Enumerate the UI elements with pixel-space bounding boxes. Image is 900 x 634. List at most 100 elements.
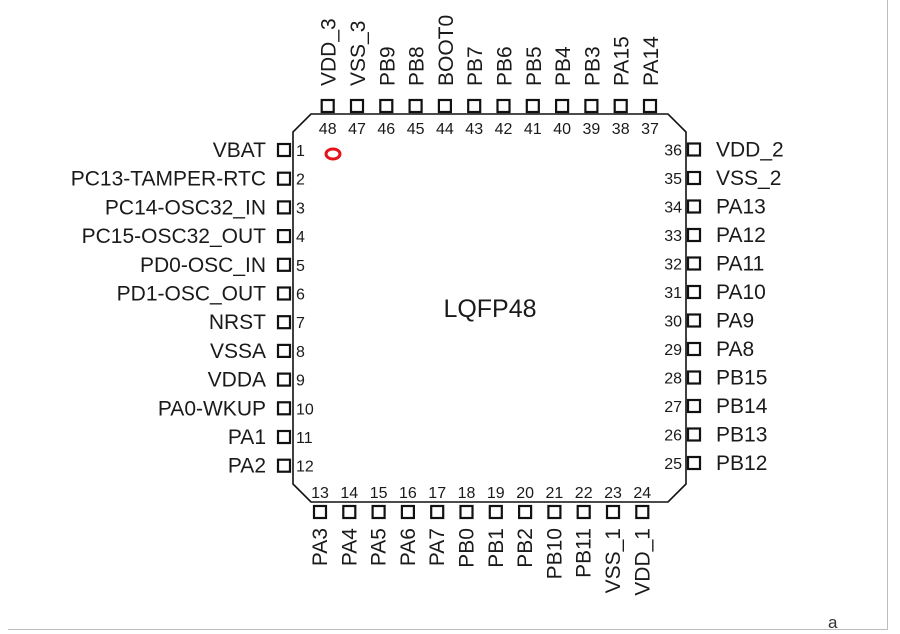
pin-name-16: PA6 — [397, 528, 420, 566]
pin-pad-3 — [276, 200, 292, 215]
pin-pad-8 — [276, 343, 292, 358]
pin-name-38: PA15 — [611, 36, 634, 86]
pin-pad-36 — [686, 142, 702, 157]
pin-number-13: 13 — [311, 485, 329, 502]
pin-number-25: 25 — [664, 456, 682, 473]
pin-pad-21 — [547, 504, 562, 520]
image-frame — [8, 0, 888, 630]
pin-pad-20 — [517, 504, 533, 520]
pin-number-35: 35 — [664, 171, 682, 188]
pin-name-25: PB12 — [716, 452, 767, 475]
pin-number-20: 20 — [516, 485, 534, 502]
pin-number-24: 24 — [633, 485, 651, 502]
pin-name-19: PB1 — [485, 528, 508, 568]
pin-number-12: 12 — [296, 459, 314, 476]
pin-name-31: PA10 — [716, 281, 766, 304]
pin-number-14: 14 — [340, 485, 358, 502]
pin-pad-45 — [408, 98, 423, 114]
pin-number-39: 39 — [583, 121, 601, 138]
pin-pad-29 — [686, 341, 702, 357]
pin-pad-2 — [276, 171, 292, 186]
pin-number-15: 15 — [370, 485, 388, 502]
pin-number-26: 26 — [664, 428, 682, 445]
pin-pad-7 — [276, 315, 292, 330]
pin-pad-22 — [576, 504, 591, 520]
pin-name-15: PA5 — [368, 528, 391, 566]
pin-number-41: 41 — [524, 121, 542, 138]
pin-pad-9 — [276, 372, 292, 387]
pin-pad-34 — [686, 199, 702, 214]
pin-number-30: 30 — [664, 314, 682, 331]
pin-pad-33 — [686, 227, 702, 243]
pin-pad-35 — [686, 170, 702, 186]
pin-name-18: PB0 — [456, 528, 479, 568]
pin-number-22: 22 — [575, 485, 593, 502]
pin-pad-27 — [686, 398, 702, 414]
pin-name-41: PB5 — [523, 46, 546, 86]
pin-pad-11 — [276, 429, 292, 445]
pin-number-18: 18 — [458, 485, 476, 502]
pin-number-9: 9 — [296, 373, 305, 390]
pin-number-32: 32 — [664, 257, 682, 274]
pin-name-24: VDD_1 — [631, 528, 654, 596]
pin-pad-47 — [349, 98, 365, 114]
pins-layer: 1VBAT2PC13-TAMPER-RTC3PC14-OSC32_IN4PC15… — [71, 15, 784, 596]
pin-number-11: 11 — [296, 430, 313, 447]
pin-pad-23 — [605, 504, 621, 520]
pin-name-6: PD1-OSC_OUT — [117, 283, 267, 306]
pin-number-33: 33 — [664, 228, 682, 245]
pin-number-46: 46 — [377, 121, 395, 138]
pin-name-21: PB10 — [543, 528, 566, 579]
pin-pad-32 — [686, 256, 702, 271]
pin-number-23: 23 — [604, 485, 622, 502]
pin-number-47: 47 — [348, 121, 366, 138]
pin-number-7: 7 — [296, 315, 305, 332]
pin-number-10: 10 — [296, 401, 314, 418]
pin-pad-17 — [430, 504, 445, 520]
pin-number-31: 31 — [664, 285, 682, 302]
pin-name-48: VDD_3 — [318, 18, 341, 86]
pin-name-39: PB3 — [581, 46, 604, 86]
pin-number-34: 34 — [664, 200, 682, 217]
pin-pad-37 — [642, 98, 658, 114]
pin-pad-14 — [342, 504, 357, 520]
pin-name-14: PA4 — [338, 528, 361, 566]
pin-number-19: 19 — [487, 485, 505, 502]
package-name: LQFP48 — [443, 295, 536, 323]
pin-pad-44 — [437, 98, 452, 114]
pin-number-3: 3 — [296, 200, 305, 217]
pin-number-1: 1 — [296, 143, 305, 160]
corner-text: a — [828, 613, 838, 632]
pin-name-8: VSSA — [210, 340, 266, 363]
pin-name-2: PC13-TAMPER-RTC — [71, 168, 266, 191]
pin-pad-16 — [400, 504, 415, 520]
pin-pad-10 — [276, 401, 292, 416]
pin-pad-42 — [496, 98, 511, 114]
pin-number-16: 16 — [399, 485, 417, 502]
pin-number-6: 6 — [296, 287, 305, 304]
pin-pad-26 — [686, 427, 702, 442]
pin1-marker — [324, 147, 342, 161]
pin-pad-25 — [686, 455, 702, 471]
pin-number-21: 21 — [546, 485, 564, 502]
pin-name-34: PA13 — [716, 196, 766, 219]
pin-name-20: PB2 — [514, 528, 537, 568]
pin-pad-41 — [525, 98, 540, 114]
pin-number-28: 28 — [664, 371, 682, 388]
pin-number-5: 5 — [296, 258, 305, 275]
pin-name-33: PA12 — [716, 224, 766, 247]
pin-name-28: PB15 — [716, 367, 767, 390]
pin-pad-15 — [371, 504, 386, 520]
pin-name-37: PA14 — [640, 36, 663, 86]
pin-name-10: PA0-WKUP — [158, 397, 266, 420]
pin-name-13: PA3 — [309, 528, 332, 566]
pin-name-36: VDD_2 — [716, 139, 784, 162]
pin-name-32: PA11 — [716, 253, 764, 276]
pin-number-8: 8 — [296, 344, 305, 361]
pin-name-27: PB14 — [716, 395, 768, 418]
pin-pad-19 — [488, 504, 503, 520]
pin-pad-4 — [276, 229, 292, 244]
pin-pad-48 — [320, 98, 335, 114]
pin-number-45: 45 — [407, 121, 425, 138]
